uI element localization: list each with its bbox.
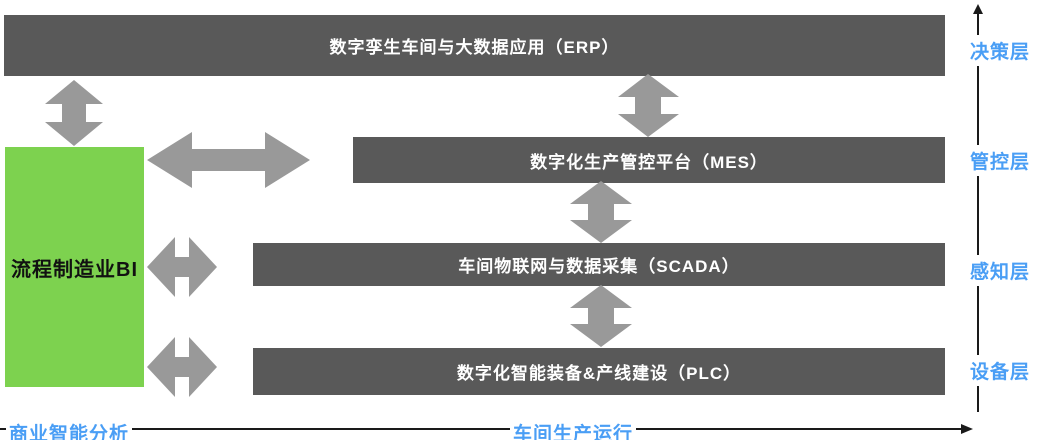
double-arrow-bi-plc-horizontal-icon bbox=[147, 337, 217, 397]
double-arrow-erp-mes-vertical-icon bbox=[618, 74, 679, 137]
bi-box-label: 流程制造业BI bbox=[11, 258, 138, 281]
layer-bar-plc: 数字化智能装备&产线建设（PLC） bbox=[253, 348, 945, 395]
right-arrowhead-icon bbox=[961, 424, 973, 434]
up-arrowhead-icon bbox=[973, 4, 983, 14]
double-arrow-scada-plc-vertical-icon bbox=[570, 285, 632, 347]
layer-bar-scada-label: 车间物联网与数据采集（SCADA） bbox=[458, 257, 740, 276]
layer-bar-scada: 车间物联网与数据采集（SCADA） bbox=[253, 243, 945, 286]
bottom-axis-line bbox=[0, 428, 963, 430]
right-axis-label-control-layer: 管控层 bbox=[963, 145, 1037, 176]
layer-bar-mes: 数字化生产管控平台（MES） bbox=[353, 137, 945, 183]
double-arrow-bi-erp-vertical-icon bbox=[45, 80, 103, 146]
bottom-axis-label-bi-analysis: 商业智能分析 bbox=[6, 417, 133, 440]
double-arrow-bi-mes-horizontal-icon bbox=[147, 132, 310, 188]
layer-bar-erp-label: 数字孪生车间与大数据应用（ERP） bbox=[329, 38, 620, 57]
double-arrow-mes-scada-vertical-icon bbox=[570, 181, 632, 243]
right-axis-label-sense-layer: 感知层 bbox=[963, 255, 1037, 286]
layer-bar-mes-label: 数字化生产管控平台（MES） bbox=[530, 152, 768, 172]
double-arrow-bi-scada-horizontal-icon bbox=[147, 237, 217, 297]
right-axis-label-decision-layer: 决策层 bbox=[963, 35, 1037, 66]
bottom-axis-label-shop-running: 车间生产运行 bbox=[510, 417, 637, 440]
right-axis-line bbox=[977, 14, 979, 412]
bi-box: 流程制造业BI bbox=[5, 147, 144, 387]
right-axis-label-device-layer: 设备层 bbox=[963, 355, 1037, 386]
layer-bar-plc-label: 数字化智能装备&产线建设（PLC） bbox=[456, 364, 742, 383]
layer-bar-erp: 数字孪生车间与大数据应用（ERP） bbox=[4, 15, 945, 76]
